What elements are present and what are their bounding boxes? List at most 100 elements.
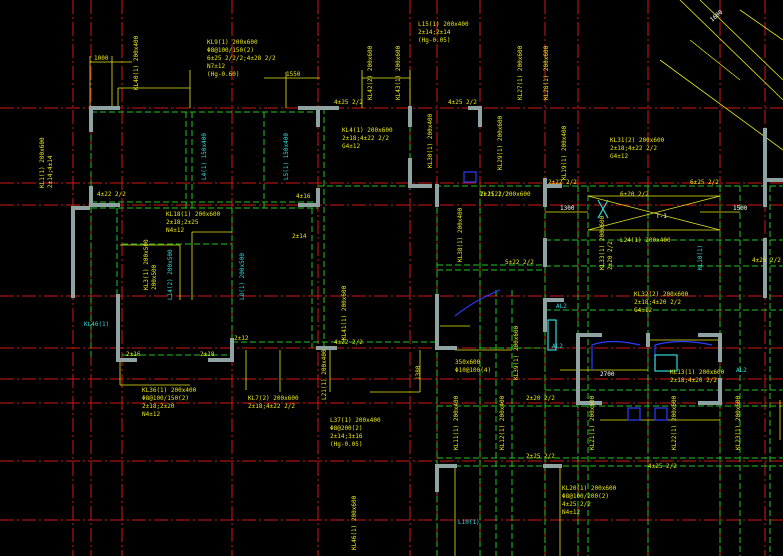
label-kl23: KL23(1) 200x600 — [735, 395, 742, 450]
label-rebar-2-20: 2±20 2/2 — [526, 395, 555, 402]
label-tl1: TL1(2) 200x600 — [480, 191, 531, 198]
label-kl13-sub: 2±18;4±20 2/2 — [670, 377, 717, 384]
label-rebar-2-18: 2±18 — [200, 351, 215, 358]
label-l500: 200x500 — [151, 264, 158, 290]
label-kl9-n: N7±12 — [207, 63, 225, 70]
label-kl46b: KL46(1) 200x600 — [351, 495, 358, 550]
label-rebar-4-25-b: 4±25 2/2 — [648, 463, 677, 470]
label-l15: L15(1) 200x400 — [418, 21, 469, 28]
label-kl31: KL31(2) 200x600 — [610, 137, 665, 144]
label-kl22: KL22(1) 200x600 — [671, 395, 678, 450]
label-l10: L10(1) — [458, 519, 480, 526]
label-kl20-n: N4±12 — [562, 509, 580, 516]
label-kl33: KL33(1) 200x600 — [599, 215, 606, 270]
label-kl3: KL3(1) 200x500 — [143, 239, 150, 290]
cyan-marks — [547, 199, 678, 372]
label-l350-sub: Φ10@100(4) — [455, 367, 491, 374]
label-kl28: KL28(1) 200x600 — [543, 45, 550, 100]
label-kl36-main: 2±18;2±20 — [142, 403, 175, 410]
label-kl20-main: 4±25 2/2 — [562, 501, 591, 508]
label-l37-main: 2±14;3±16 — [330, 433, 363, 440]
label-kl40: KL40(1) 200x400 — [133, 35, 140, 90]
label-kl4-g: G4±12 — [342, 143, 360, 150]
label-kl39: KL39(1) 200x600 — [513, 325, 520, 380]
label-kl32-g: G4±12 — [634, 307, 652, 314]
label-l37-rebar: Φ8@200(2) — [330, 425, 363, 432]
label-kl9-h: (Hg-0.60) — [207, 71, 240, 78]
walls — [71, 106, 783, 492]
label-l21: L21(1) 200x400 — [321, 349, 328, 400]
label-kl18: KL18(1) 200x600 — [166, 211, 221, 218]
label-kl18-sub: 2±18;2±25 — [166, 219, 199, 226]
label-kl13: KL13(1) 200x600 — [670, 369, 725, 376]
label-kl33-sub: 2±20 2/2 — [607, 241, 614, 270]
label-al2-b: AL2 — [552, 343, 563, 350]
label-kl43: KL43(1) 200x600 — [395, 45, 402, 100]
label-l5: L5(1) 150x400 — [283, 133, 290, 180]
label-kl10: KL10(1) — [697, 245, 704, 270]
label-rebar-4-22-b: 4±22 2/2 — [334, 339, 363, 346]
label-rebar-6-20: 6±20 2/2 — [620, 191, 649, 198]
label-rebar-2-22: 2±22 2/2 — [548, 179, 577, 186]
dim-1000: 1000 — [94, 55, 109, 62]
label-rebar-4-16: 4±16 — [296, 193, 311, 200]
label-l350: 350x600 — [455, 359, 481, 366]
label-kl9-main: 6±25 2/2/2;4±28 2/2 — [207, 55, 276, 62]
label-rebar-2-16: 2±16 — [126, 351, 141, 358]
label-l8: L8(1) 200x500 — [239, 253, 246, 300]
label-kl7-sub: 2±18;4±22 2/2 — [248, 403, 295, 410]
label-l15-hg: (Hg-0.05) — [418, 37, 451, 44]
label-kl20-rebar: Φ8@100/200(2) — [562, 493, 609, 500]
label-kl42: KL42(2) 200x600 — [367, 45, 374, 100]
label-l14: L14(2) 200x500 — [167, 249, 174, 300]
dim-2700: 2700 — [600, 371, 615, 378]
label-rebar-2-14: 2±14 — [292, 233, 307, 240]
label-t1: T-1 — [656, 213, 667, 220]
label-l37: L37(1) 200x400 — [330, 417, 381, 424]
label-l4: L4(1) 150x400 — [201, 133, 208, 180]
label-dim-1380: 1380 — [415, 365, 422, 380]
label-kl46: KL46(1) — [84, 321, 109, 328]
label-kl31-sub: 2±18;4±22 2/2 — [610, 145, 657, 152]
label-kl7: KL7(2) 200x600 — [248, 395, 299, 402]
blue-features — [454, 171, 713, 421]
label-kl18-n: N4±12 — [166, 227, 184, 234]
label-kl1: KL1(1) 200x600 — [39, 137, 46, 188]
label-kl12: KL12(1) 200x400 — [499, 395, 506, 450]
label-kl21: KL21(1) 200x600 — [589, 395, 596, 450]
label-rebar-2-25-a: 2±25 2/2 — [480, 191, 509, 198]
label-rebar-4-25-top: 4±25 2/2 — [334, 99, 363, 106]
label-rebar-5-22: 5±22 2/2 — [505, 259, 534, 266]
dim-1550: 1550 — [286, 71, 301, 78]
label-kl32: KL32(2) 200x600 — [634, 291, 689, 298]
label-kl41: KL41(1) 200x600 — [341, 285, 348, 340]
label-kl4-rebar: 2±18;4±22 2/2 — [342, 135, 389, 142]
dim-1500: 1500 — [733, 205, 748, 212]
label-rebar-6-25: 6±25 2/2 — [690, 179, 719, 186]
label-rebar-4-25-top2: 4±25 2/2 — [448, 99, 477, 106]
label-kl9: KL9(1) 200x600 — [207, 39, 258, 46]
label-rebar-2-25-b: 2±25 2/2 — [526, 453, 555, 460]
label-l24: L24(1) 200x400 — [620, 237, 671, 244]
label-kl9-rebar: Φ8@100/150(2) — [207, 47, 254, 54]
label-kl36-rebar: Φ8@100/150(2) — [142, 395, 189, 402]
label-kl36-n: N4±12 — [142, 411, 160, 418]
label-rebar-2-12: 2±12 — [234, 335, 249, 342]
label-kl31-g: G4±12 — [610, 153, 628, 160]
label-kl20: KL20(1) 200x600 — [562, 485, 617, 492]
label-l37-hg: (Hg-0.05) — [330, 441, 363, 448]
label-kl29: KL29(1) 200x600 — [497, 115, 504, 170]
label-l15-sub: 2±14;2±14 — [418, 29, 451, 36]
label-rebar-4-22-a: 4±22 2/2 — [97, 191, 126, 198]
label-kl38: KL38(1) 200x400 — [457, 207, 464, 262]
label-kl1-sub: 2±14;4±14 — [47, 155, 54, 188]
label-al2-a: AL2 — [556, 303, 567, 310]
label-kl27: KL27(1) 200x600 — [517, 45, 524, 100]
label-kl36: KL36(1) 200x400 — [142, 387, 197, 394]
label-kl32-sub: 2±18;4±20 2/2 — [634, 299, 681, 306]
dimension-lines — [89, 0, 783, 556]
label-rebar-4-20: 4±20 2/2 — [752, 257, 781, 264]
annotations: 1000 1550 1300 1500 1600 2700 KL9(1) 200… — [39, 9, 781, 550]
